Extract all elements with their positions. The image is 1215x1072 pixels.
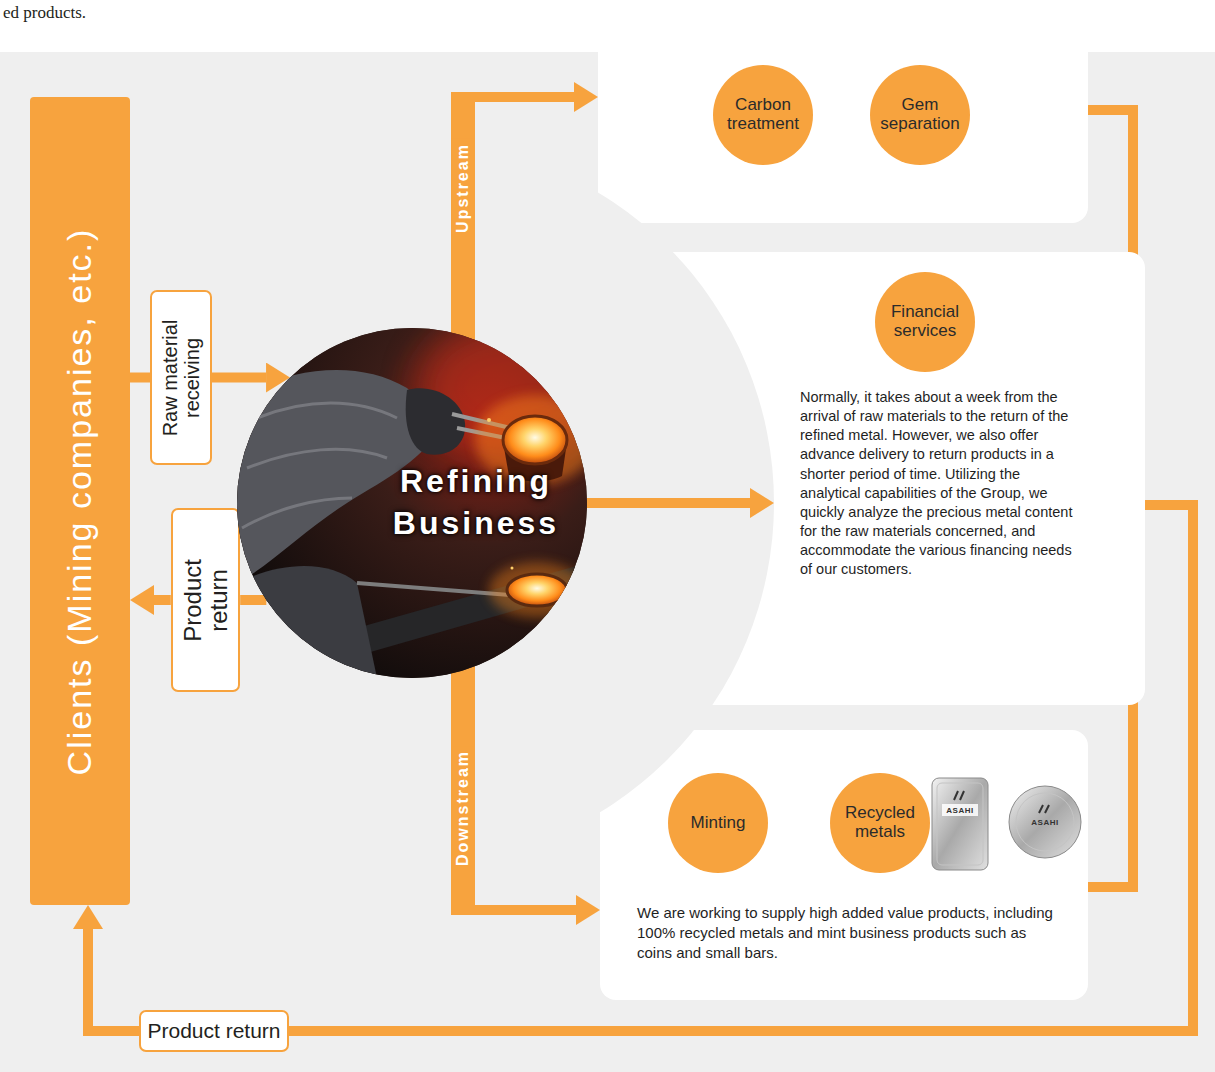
node-text: Financial services bbox=[879, 303, 971, 340]
process-circle: Refining Business bbox=[237, 328, 587, 678]
label-box: Raw material receiving bbox=[150, 290, 212, 465]
stage-label: Upstream bbox=[452, 139, 474, 237]
stage-panel: We are working to supply high added valu… bbox=[600, 730, 1088, 1000]
node-text: Carbon treatment bbox=[717, 96, 809, 133]
return-box: Product return bbox=[139, 1010, 288, 1052]
circle-shape bbox=[870, 65, 970, 165]
label-anchor: ed products. bbox=[3, 3, 86, 23]
service-circle: Gem separation bbox=[870, 65, 970, 165]
circle-shape bbox=[668, 773, 768, 873]
spark bbox=[487, 418, 491, 422]
service-circle: Carbon treatment bbox=[713, 65, 813, 165]
circle-shape bbox=[875, 272, 975, 372]
node-text: Raw material receiving bbox=[159, 303, 203, 453]
circle-shape bbox=[713, 65, 813, 165]
tongs bbox=[452, 414, 527, 432]
flow-arrow bbox=[88, 929, 139, 1031]
node-text: Product return bbox=[179, 530, 232, 670]
spark bbox=[511, 567, 514, 570]
worker-arm bbox=[237, 566, 377, 678]
service-circle: Financial services bbox=[875, 272, 975, 372]
service-circle: Recycled metals bbox=[830, 773, 930, 873]
flow-arrow bbox=[212, 373, 266, 383]
panel-shape bbox=[600, 252, 1145, 705]
node-text: Recycled metals bbox=[834, 804, 926, 841]
sleeve-fold bbox=[242, 403, 397, 528]
bar-edge bbox=[937, 783, 983, 865]
logo-mark bbox=[1039, 805, 1049, 813]
coin-shape bbox=[1009, 786, 1081, 858]
crucible-body bbox=[503, 442, 567, 481]
panel-shape bbox=[598, 3, 1088, 223]
crucible-rim bbox=[503, 416, 567, 464]
photo-ground bbox=[237, 328, 587, 678]
furnace-photo bbox=[237, 318, 607, 678]
flow-arrow bbox=[463, 97, 574, 336]
worker-sleeve bbox=[237, 370, 442, 583]
node-text: Gem separation bbox=[874, 96, 966, 133]
bar-plate bbox=[942, 804, 978, 816]
circle-outline bbox=[237, 328, 587, 678]
node-text: Clients (Mining companies, etc.) bbox=[61, 227, 100, 775]
bullion-picture bbox=[932, 778, 1081, 870]
pot-glow bbox=[489, 562, 585, 618]
work-table bbox=[357, 563, 587, 653]
crucible-glow bbox=[475, 395, 595, 485]
circle-shape bbox=[830, 773, 930, 873]
panel-outline bbox=[598, 3, 1088, 223]
node-text: Product return bbox=[147, 1019, 280, 1043]
stage-panel: Carbon treatment Gem separation bbox=[598, 3, 1088, 223]
stage-label: Downstream bbox=[452, 746, 474, 870]
label-box: Product return bbox=[171, 508, 240, 692]
client-bar: Clients (Mining companies, etc.) bbox=[30, 97, 130, 905]
spark bbox=[554, 397, 557, 400]
bar-shape bbox=[932, 778, 988, 870]
flow-arrow bbox=[463, 670, 576, 910]
brand-text: ASAHI bbox=[1031, 818, 1058, 827]
node-text: Normally, it takes about a week from the… bbox=[800, 388, 1075, 579]
crucible bbox=[503, 416, 567, 464]
tongs bbox=[457, 428, 525, 442]
flow-arrow bbox=[130, 373, 150, 383]
logo-mark bbox=[954, 791, 964, 800]
panel-shape bbox=[600, 730, 1088, 1000]
flow-arrow bbox=[240, 595, 266, 605]
stage-panel: Normally, it takes about a week from the… bbox=[600, 252, 1145, 705]
worker-glove bbox=[406, 388, 465, 454]
flow-arrow bbox=[154, 595, 171, 605]
service-circle: Minting bbox=[668, 773, 768, 873]
pot bbox=[507, 574, 567, 606]
coin-ring bbox=[1016, 793, 1074, 851]
rod bbox=[357, 583, 522, 596]
caption-fragment: ed products. bbox=[3, 3, 86, 23]
node-text: We are working to supply high added valu… bbox=[637, 903, 1057, 962]
node-text: Refining Business bbox=[376, 461, 576, 544]
pot-rim bbox=[507, 574, 567, 606]
stem-band bbox=[451, 600, 475, 915]
circle-shape bbox=[238, 329, 587, 678]
flow-arrow bbox=[289, 110, 1193, 1031]
furnace-glow bbox=[417, 318, 607, 458]
node-text: Minting bbox=[672, 814, 764, 833]
spark bbox=[570, 410, 574, 414]
brand-text: ASAHI bbox=[946, 806, 973, 815]
